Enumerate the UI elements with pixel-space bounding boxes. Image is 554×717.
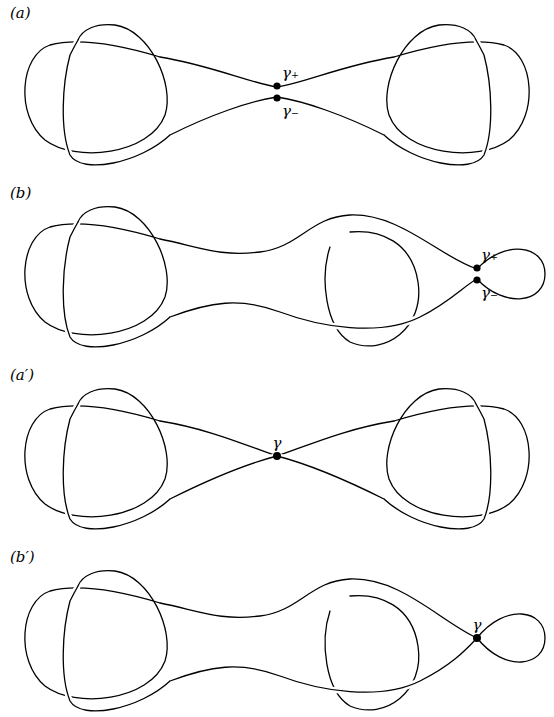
- knot-strand: [25, 389, 170, 529]
- knot-strand: [160, 421, 277, 456]
- point-label: γ: [273, 436, 282, 451]
- point-label: γ₋: [481, 286, 498, 301]
- panel-label: (a): [10, 6, 31, 21]
- point-label: γ₋: [282, 104, 299, 119]
- point: [273, 94, 280, 101]
- knot-strand: [160, 579, 477, 638]
- knot-a-prime: [25, 389, 529, 529]
- knot-strand: [25, 25, 277, 165]
- knot-strand: [160, 57, 277, 87]
- point: [273, 452, 281, 460]
- knot-strand: [477, 614, 545, 662]
- point: [473, 264, 480, 271]
- knot-strand: [160, 57, 277, 87]
- panel-label: (b′): [10, 550, 35, 565]
- knot-strand: [160, 421, 277, 456]
- point-label: γ₊: [481, 248, 498, 263]
- knot-strand: [25, 571, 170, 711]
- knot-strand: [170, 456, 277, 499]
- knot-strand: [277, 97, 384, 135]
- point-label: γ₊: [282, 66, 299, 81]
- knot-strand: [277, 25, 529, 165]
- knot-strand: [277, 97, 384, 135]
- knot-strand: [25, 389, 277, 529]
- knot-strand: [277, 57, 394, 87]
- point-label: γ: [473, 618, 482, 633]
- panel-label: (a′): [10, 368, 34, 383]
- knot-strand: [277, 389, 529, 529]
- knot-strand: [277, 456, 384, 499]
- point: [273, 82, 280, 89]
- knot-strand: [170, 97, 277, 135]
- knot-strand: [170, 279, 477, 328]
- knot-a: [25, 25, 529, 165]
- knot-strand: [277, 57, 394, 87]
- point: [473, 634, 481, 642]
- knot-strand: [25, 207, 170, 347]
- panel-label: (b): [10, 186, 31, 201]
- knot-strand: [160, 215, 477, 269]
- knot-strand: [170, 456, 277, 499]
- knot-strand: [160, 579, 477, 638]
- point: [473, 276, 480, 283]
- knot-b: [25, 207, 545, 347]
- knot-strand: [170, 97, 277, 135]
- knot-strand: [384, 389, 529, 529]
- knot-strand: [170, 638, 477, 692]
- knot-strand: [25, 25, 170, 165]
- knot-strand: [170, 279, 477, 328]
- knot-strand: [277, 421, 394, 456]
- knot-strand: [477, 614, 545, 662]
- knot-strand: [160, 215, 477, 269]
- knot-strand: [170, 638, 477, 692]
- knot-b-prime: [25, 571, 545, 711]
- knot-strand: [384, 25, 529, 165]
- knot-strand: [277, 421, 394, 456]
- knot-strand: [277, 456, 384, 499]
